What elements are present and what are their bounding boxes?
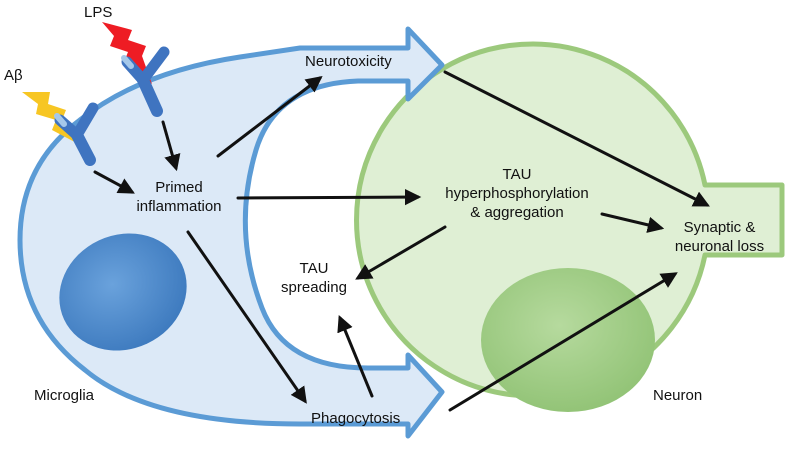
arrow-tau-hyper-to-synaptic bbox=[600, 212, 665, 233]
tau-hyper-line3: & aggregation bbox=[470, 204, 564, 221]
lps-label: LPS bbox=[84, 4, 113, 21]
arrow-neurotoxicity-to-synaptic bbox=[443, 70, 710, 207]
arrow-primed-to-phagocytosis bbox=[186, 230, 307, 404]
neurotoxicity-label: Neurotoxicity bbox=[305, 53, 392, 70]
tau-hyper-line1: TAU bbox=[502, 166, 532, 183]
lps-receptor-icon bbox=[121, 46, 170, 117]
arrow-phagocytosis-to-synaptic bbox=[448, 272, 678, 412]
tau-hyper-line2: hyperphosphorylation bbox=[445, 185, 589, 202]
neuron-label: Neuron bbox=[653, 387, 703, 404]
primed-inflammation-line1: Primed bbox=[155, 179, 203, 196]
abeta-receptor-icon bbox=[54, 102, 99, 166]
arrow-tau-hyper-to-spreading bbox=[355, 225, 447, 280]
synaptic-neuronal-loss-label: Synaptic & neuronal loss bbox=[657, 218, 782, 256]
arrow-lps-to-primed bbox=[161, 120, 181, 172]
pathway-arrows bbox=[93, 70, 710, 412]
tau-spreading-label: TAU spreading bbox=[258, 259, 370, 297]
arrow-primed-to-neurotoxicity bbox=[216, 75, 323, 158]
synaptic-line2: neuronal loss bbox=[674, 238, 765, 255]
tau-spreading-line1: TAU bbox=[299, 260, 329, 277]
primed-inflammation-label: Primed inflammation bbox=[114, 178, 244, 216]
arrow-phagocytosis-to-spreading bbox=[337, 314, 374, 398]
tau-hyperphosphorylation-label: TAU hyperphosphorylation & aggregation bbox=[407, 165, 627, 222]
microglia-label: Microglia bbox=[34, 387, 95, 404]
arrow-primed-to-tau-hyper bbox=[236, 188, 422, 206]
primed-inflammation-line2: inflammation bbox=[136, 198, 222, 215]
phagocytosis-label: Phagocytosis bbox=[311, 410, 401, 427]
arrow-abeta-to-primed bbox=[93, 170, 135, 194]
microglia-nucleus bbox=[59, 233, 187, 351]
abeta-label: Aβ bbox=[4, 67, 23, 84]
synaptic-line1: Synaptic & bbox=[683, 219, 756, 236]
tau-spreading-line2: spreading bbox=[281, 279, 347, 296]
